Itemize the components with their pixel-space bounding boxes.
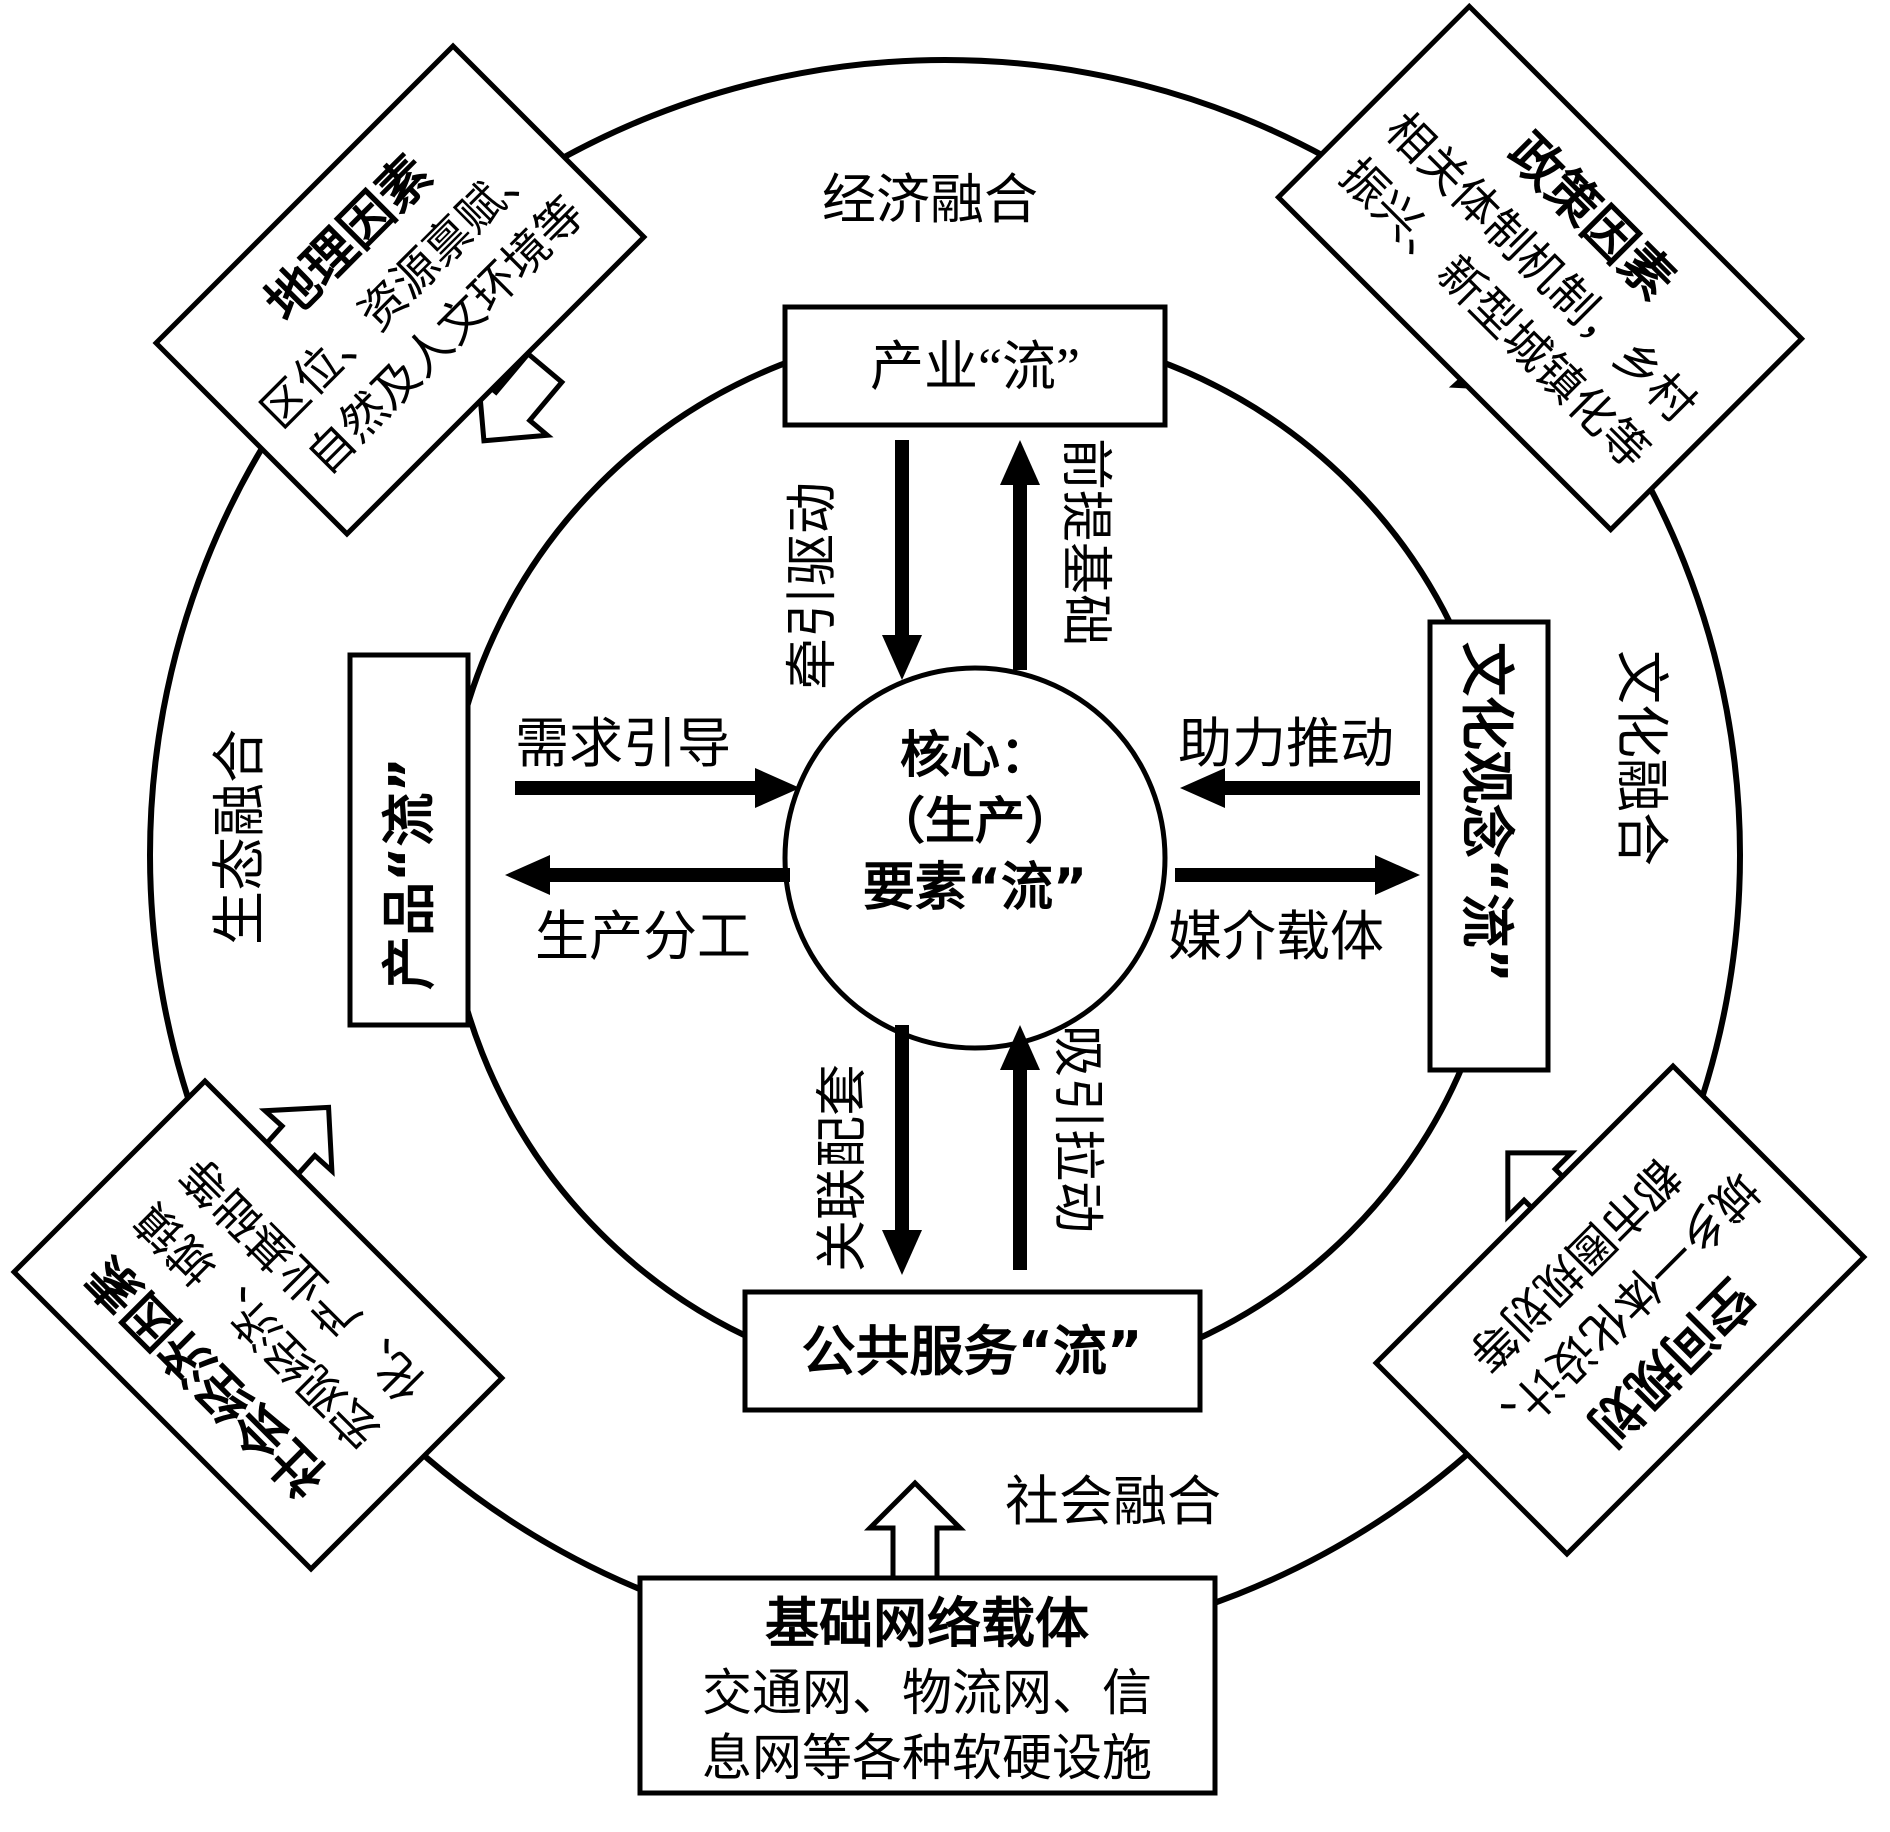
arrow-assist — [1180, 768, 1420, 808]
box-public-service-flow: 公共服务“流” — [742, 1289, 1203, 1413]
product-flow-label: 产品“流” — [378, 757, 441, 990]
arrow-division — [505, 855, 790, 895]
core-label-2: （生产） — [875, 792, 1075, 850]
label-medium: 媒介载体 — [1168, 907, 1384, 967]
label-foundation: 前提基础 — [1056, 438, 1113, 646]
label-cultural-integration: 文化融合 — [1611, 650, 1671, 866]
network-line2: 息网等各种软硬设施 — [702, 1730, 1152, 1786]
box-geographic-factor: 地理因素 区位、资源禀赋、 自然及人文环境等 — [152, 42, 648, 538]
culture-flow-label: 文化观念“流” — [1455, 642, 1518, 983]
label-division: 生产分工 — [535, 907, 751, 967]
arrow-support — [882, 1025, 922, 1275]
arrow-traction — [882, 440, 922, 680]
box-socioeconomic-factor: 社会经济因素 宏观经济、城镇 化、产业基础等 — [10, 1077, 506, 1573]
box-policy-factor: 政策因素 相关体制机制，乡村 振兴、新型城镇化等 — [1274, 2, 1806, 534]
public-service-flow-label: 公共服务“流” — [802, 1320, 1143, 1383]
box-network-carrier: 基础网络载体 交通网、物流网、信 息网等各种软硬设施 — [637, 1575, 1218, 1796]
arrow-attract — [1000, 1025, 1040, 1270]
box-spatial-factor: 空间规划 城乡一体化设计、 都市圈规划等 — [1372, 1062, 1868, 1558]
label-social-integration: 社会融合 — [1005, 1472, 1221, 1532]
industry-flow-label: 产业“流” — [870, 337, 1080, 397]
arrow-medium — [1175, 855, 1420, 895]
label-attract: 吸引拉动 — [1048, 1025, 1105, 1233]
label-assist: 助力推动 — [1178, 714, 1394, 774]
box-industry-flow: 产业“流” — [782, 304, 1168, 428]
network-title: 基础网络载体 — [765, 1592, 1089, 1655]
arrow-demand — [515, 768, 800, 808]
box-product-flow: 产品“流” — [347, 652, 471, 1028]
core-label-3: 要素“流” — [863, 858, 1087, 918]
label-support: 关联配套 — [815, 1064, 872, 1272]
core-circle — [782, 665, 1168, 1051]
hollow-arrow-network — [863, 1479, 967, 1581]
label-traction: 牵引驱动 — [785, 482, 842, 690]
label-demand: 需求引导 — [515, 714, 731, 774]
arrow-foundation — [1000, 440, 1040, 670]
label-economic-integration: 经济融合 — [822, 170, 1038, 230]
box-culture-flow: 文化观念“流” — [1427, 619, 1551, 1073]
core-label-1: 核心： — [900, 726, 1050, 784]
label-ecological-integration: 生态融合 — [210, 729, 270, 945]
network-line1: 交通网、物流网、信 — [702, 1665, 1152, 1721]
